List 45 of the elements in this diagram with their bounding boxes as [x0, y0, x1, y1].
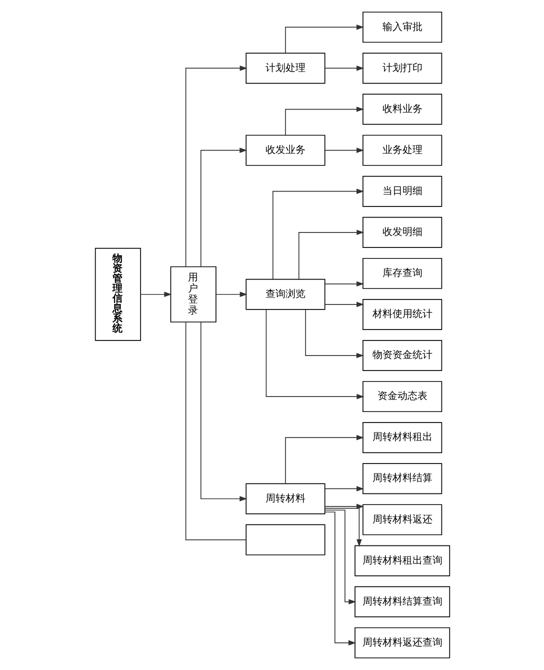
node-box: 输入审批	[362, 12, 442, 43]
node-box: 周转材料租出	[362, 422, 442, 454]
arrow	[324, 302, 364, 308]
node-box: 周转材料返还	[362, 504, 442, 536]
node-box: 当日明细	[362, 176, 442, 207]
node-box: 周转材料	[245, 483, 325, 514]
arrow	[284, 24, 364, 54]
node-box: 收发明细	[362, 216, 442, 248]
node-box: 业务处理	[362, 134, 442, 166]
node-box: 收发业务	[245, 134, 325, 166]
arrow	[324, 281, 364, 287]
node-box	[245, 524, 325, 556]
arrow	[200, 148, 247, 268]
arrow	[200, 322, 247, 502]
node-box: 收料业务	[362, 94, 442, 125]
arrow	[324, 512, 356, 646]
arrow	[324, 148, 364, 153]
node-box: 材料使用统计	[362, 298, 442, 330]
arrow	[324, 486, 364, 492]
node-box: 物资管理信息系统	[94, 248, 140, 341]
arrow	[324, 508, 362, 547]
arrow	[324, 504, 364, 510]
arrow	[284, 434, 364, 484]
node-box: 周转材料租出查询	[354, 545, 450, 576]
arrow	[284, 106, 364, 136]
arrow	[324, 510, 356, 604]
node-box: 周转材料返还查询	[354, 627, 450, 658]
node-box: 资金动态表	[362, 381, 442, 412]
arrow	[324, 66, 364, 71]
node-box: 物资资金统计	[362, 340, 442, 372]
connector	[184, 322, 246, 540]
node-box: 周转材料结算	[362, 463, 442, 494]
arrow	[140, 292, 172, 298]
node-box: 用户登录	[170, 266, 216, 322]
arrow	[184, 66, 247, 268]
node-box: 计划打印	[362, 52, 442, 84]
arrow	[304, 309, 364, 358]
node-box: 库存查询	[362, 258, 442, 289]
node-box: 查询浏览	[245, 278, 325, 310]
arrow	[265, 309, 364, 400]
arrow	[272, 188, 364, 280]
arrow	[215, 292, 247, 298]
arrow	[298, 230, 364, 280]
node-box: 周转材料结算查询	[354, 586, 450, 618]
node-box: 计划处理	[245, 52, 325, 84]
